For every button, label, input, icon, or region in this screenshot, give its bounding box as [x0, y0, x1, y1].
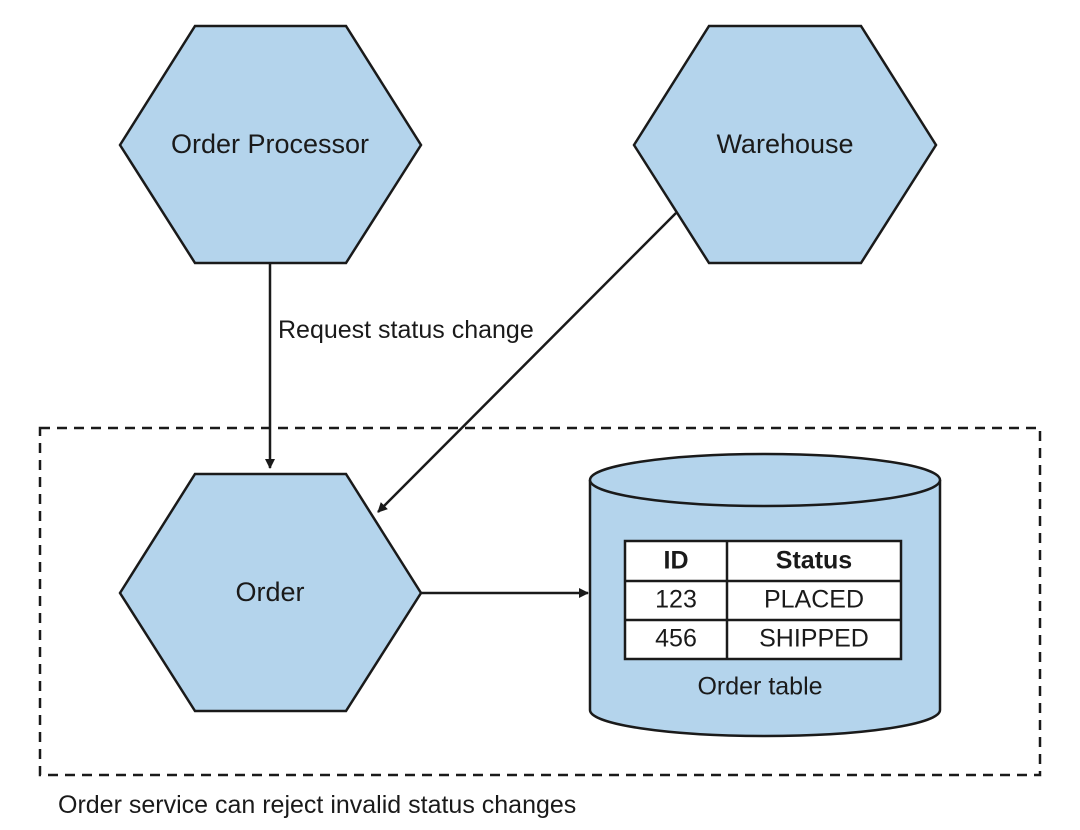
node-label: Order — [235, 577, 304, 607]
hexagon-shape — [118, 472, 423, 713]
order-table-database: ID Status 123 PLACED 456 SHIPPED Order t… — [588, 452, 942, 738]
hexagon-shape — [632, 24, 938, 265]
order-table-grid: ID Status 123 PLACED 456 SHIPPED — [623, 539, 903, 661]
table-border — [623, 539, 903, 661]
boundary-caption: Order service can reject invalid status … — [58, 791, 576, 819]
node-order-processor: Order Processor — [118, 24, 423, 265]
order-service-boundary — [38, 426, 1042, 777]
node-warehouse: Warehouse — [632, 24, 938, 265]
database-label: Order table — [697, 673, 822, 701]
table-cell-status: PLACED — [764, 586, 864, 614]
node-label: Warehouse — [716, 129, 853, 159]
hexagon-shape — [118, 24, 423, 265]
edge-warehouse-to-order — [377, 212, 677, 513]
edge-label-request-status-change: Request status change — [278, 316, 534, 344]
table-header-status: Status — [776, 547, 852, 575]
node-label: Order Processor — [171, 129, 369, 159]
table-cell-id: 123 — [655, 586, 697, 614]
table-cell-status: SHIPPED — [759, 625, 869, 653]
database-cylinder-top — [588, 452, 942, 508]
table-background — [625, 541, 901, 659]
table-cell-id: 456 — [655, 625, 697, 653]
table-header-id: ID — [664, 547, 689, 575]
node-order: Order — [118, 472, 423, 713]
